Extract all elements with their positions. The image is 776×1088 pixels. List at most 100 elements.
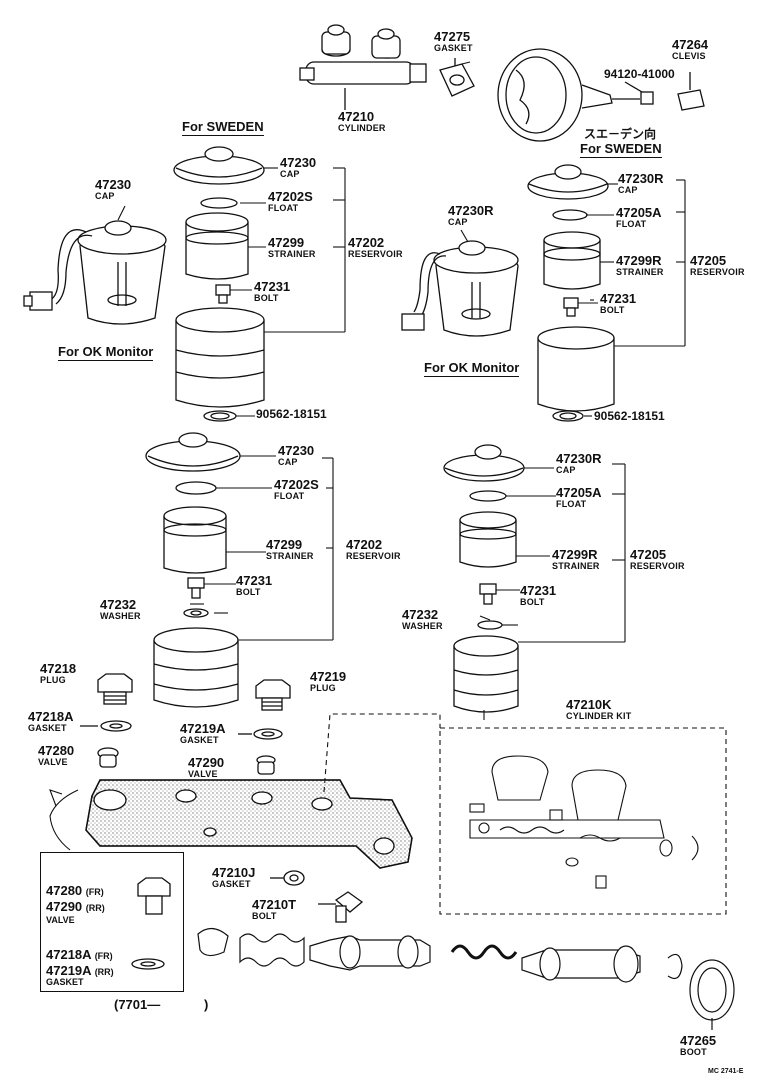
part-name: CAP — [280, 169, 300, 179]
cylinder-kit-box — [439, 727, 727, 915]
label-cap-okmon-right: 47230R CAP — [448, 204, 494, 227]
part-number: 47275 — [434, 29, 471, 44]
part-number: 90562-18151 — [256, 407, 327, 421]
label-bolt-left: 47231 BOLT — [236, 574, 272, 597]
part-name: BOLT — [600, 305, 625, 315]
gasket-top-drawing — [439, 58, 475, 97]
ok-monitor-cap-left-drawing — [23, 220, 167, 325]
part-number: 47202 — [346, 537, 383, 552]
inset-gasket-name: GASKET — [46, 977, 84, 987]
inset-date-end: ) — [204, 997, 209, 1012]
reservoir-left-bracket — [204, 455, 334, 641]
part-name: RESERVOIR — [630, 561, 685, 571]
label-clevis: 47264 CLEVIS — [672, 38, 708, 61]
label-cap-sweden-left: 47230 CAP — [280, 156, 316, 179]
inset-box — [40, 852, 184, 992]
label-cap-okmon-left: 47230 CAP — [95, 178, 131, 201]
label-bolt-right: 47231 BOLT — [520, 584, 556, 607]
inset-line-4: 47218A (FR) — [46, 947, 113, 962]
part-number: 47230R — [448, 203, 494, 218]
part-name: FLOAT — [556, 499, 587, 509]
inset-line-2: 47290 (RR) — [46, 899, 105, 914]
diagram-code: MC 2741-E — [708, 1068, 744, 1075]
part-number: 47299R — [552, 547, 598, 562]
part-name: FLOAT — [274, 491, 305, 501]
part-number: 47210J — [212, 865, 256, 880]
label-boot: 47265 BOOT — [680, 1034, 716, 1057]
cylinder-kit-drawing — [469, 755, 699, 889]
inset-number: 47219A — [46, 963, 92, 978]
inset-valve-name: VALVE — [46, 915, 75, 925]
part-name: RESERVOIR — [348, 249, 403, 259]
part-name: CAP — [95, 191, 115, 201]
label-bolt-t: 47210T BOLT — [252, 898, 296, 921]
part-name: PLUG — [40, 675, 66, 685]
part-number: 47230 — [280, 155, 317, 170]
master-cylinder-drawing — [49, 779, 413, 869]
label-reservoir-right: 47205 RESERVOIR — [630, 548, 685, 571]
part-name: STRAINER — [266, 551, 314, 561]
part-number: 47218 — [40, 661, 77, 676]
label-cap-sweden-right: 47230R CAP — [618, 172, 664, 195]
part-number: 47202S — [268, 189, 313, 204]
part-name: VALVE — [188, 769, 218, 779]
label-bolt-sweden-right: 47231 BOLT — [600, 292, 636, 315]
part-number: 47202S — [274, 477, 319, 492]
part-name: GASKET — [212, 879, 251, 889]
part-number: 47219 — [310, 669, 347, 684]
label-plug-left: 47218 PLUG — [40, 662, 76, 685]
label-gasket-left: 47218A GASKET — [28, 710, 74, 733]
label-bolt-sweden-left: 47231 BOLT — [254, 280, 290, 303]
part-number: 47232 — [402, 607, 439, 622]
part-name: RESERVOIR — [346, 551, 401, 561]
part-number: 47210T — [252, 897, 297, 912]
part-name: CAP — [556, 465, 576, 475]
inset-code: (FR) — [94, 951, 113, 961]
plug-right-drawing — [238, 679, 291, 775]
label-reservoir-left: 47202 RESERVOIR — [346, 538, 401, 561]
label-valve-left: 47280 VALVE — [38, 744, 74, 767]
inset-line-1: 47280 (FR) — [46, 883, 104, 898]
inset-code: (RR) — [85, 903, 105, 913]
part-name: BOOT — [680, 1047, 707, 1057]
bolt-t-drawing — [318, 891, 364, 923]
part-name: BOLT — [254, 293, 279, 303]
ok-monitor-cap-right-drawing — [401, 240, 519, 337]
part-number: 47230 — [95, 177, 132, 192]
label-float-sweden-left: 47202S FLOAT — [268, 190, 313, 213]
part-number: 47210 — [338, 109, 375, 124]
part-number: 47230 — [278, 443, 315, 458]
part-name: VALVE — [38, 757, 68, 767]
part-name: STRAINER — [552, 561, 600, 571]
part-name: CAP — [448, 217, 468, 227]
label-seal-sweden-left: 90562-18151 — [256, 408, 327, 420]
part-name: CYLINDER KIT — [566, 711, 632, 721]
label-cap-left: 47230 CAP — [278, 444, 314, 467]
part-number: 47299R — [616, 253, 662, 268]
label-strainer-sweden-right: 47299R STRAINER — [616, 254, 664, 277]
part-number: 47210K — [566, 697, 612, 712]
part-number: 47205A — [556, 485, 602, 500]
part-name: STRAINER — [268, 249, 316, 259]
label-cylinder-top: 47210 CYLINDER — [338, 110, 386, 133]
label-gasket-right: 47219A GASKET — [180, 722, 226, 745]
gasket-j-drawing — [270, 870, 305, 886]
part-number: 47280 — [38, 743, 75, 758]
part-name: BOLT — [236, 587, 261, 597]
part-name: WASHER — [100, 611, 141, 621]
part-number: 90562-18151 — [594, 409, 665, 423]
part-number: 47218A — [28, 709, 74, 724]
inset-code: (RR) — [94, 967, 114, 977]
label-strainer-left: 47299 STRAINER — [266, 538, 314, 561]
header-sweden-japanese: スエ－デン向 — [584, 127, 657, 141]
sweden-right-bracket — [578, 179, 686, 417]
part-name: FLOAT — [268, 203, 299, 213]
inset-line-5: 47219A (RR) — [46, 963, 114, 978]
part-number: 47231 — [254, 279, 291, 294]
part-number: 47299 — [268, 235, 305, 250]
label-strainer-right: 47299R STRAINER — [552, 548, 600, 571]
part-name: GASKET — [180, 735, 219, 745]
part-name: RESERVOIR — [690, 267, 745, 277]
